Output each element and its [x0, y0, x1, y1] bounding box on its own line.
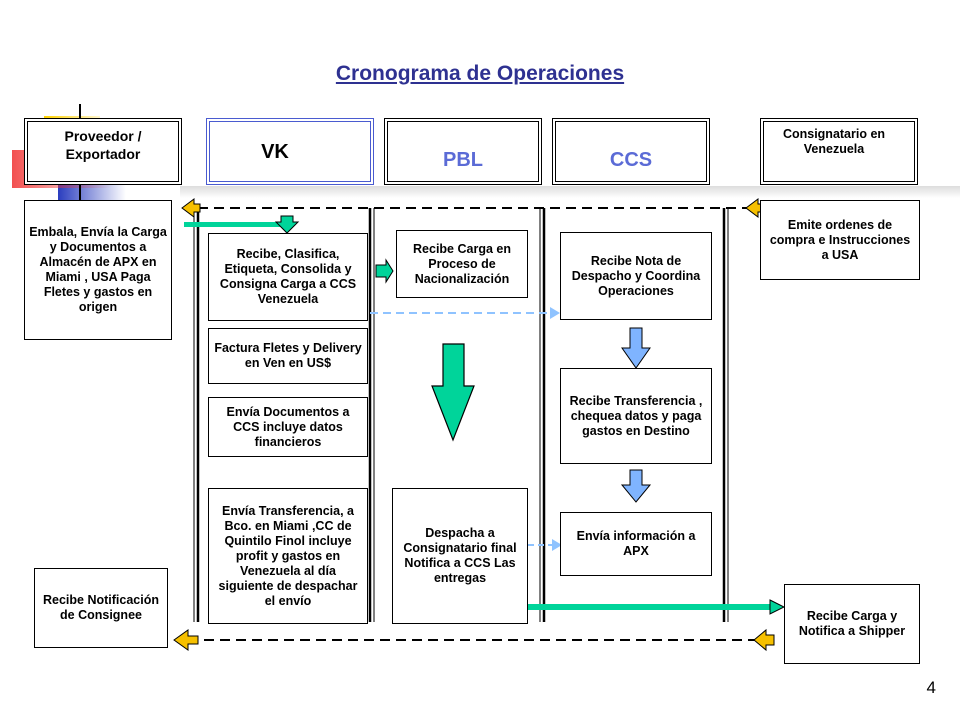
- header-proveedor-label: Proveedor / Exportador: [64, 128, 142, 162]
- header-consignatario-label: Consignatario en Venezuela: [782, 127, 886, 156]
- step-emite-ordenes: Emite ordenes de compra e Instrucciones …: [760, 200, 920, 280]
- step-embala-text: Embala, Envía la Carga y Documentos a Al…: [29, 225, 167, 314]
- step-recibe-nota-text: Recibe Nota de Despacho y Coordina Opera…: [571, 253, 701, 298]
- step-emite-ordenes-text: Emite ordenes de compra e Instrucciones …: [769, 217, 911, 262]
- light-blue-connectors: [370, 307, 562, 551]
- page-title: Cronograma de Operaciones: [335, 62, 625, 85]
- header-ccs: CCS: [552, 118, 710, 185]
- step-envia-transferencia-text: Envía Transferencia, a Bco. en Miami ,CC…: [218, 503, 358, 608]
- header-ccs-label: CCS: [609, 149, 653, 171]
- header-pbl-label: PBL: [443, 149, 483, 171]
- step-factura-text: Factura Fletes y Delivery en Ven en US$: [214, 341, 362, 370]
- header-vk: VK: [206, 118, 374, 185]
- step-envia-informacion-text: Envía información a APX: [576, 529, 696, 558]
- header-shade: [180, 186, 960, 198]
- step-recibe-transferencia-text: Recibe Transferencia , chequea datos y p…: [569, 393, 703, 438]
- step-recibe-carga-pbl-text: Recibe Carga en Proceso de Nacionalizaci…: [413, 241, 511, 286]
- yellow-arrow-right-bottom: [753, 628, 775, 652]
- step-recibe-transferencia: Recibe Transferencia , chequea datos y p…: [560, 368, 712, 464]
- blue-down-arrow-2: [620, 469, 652, 503]
- page-number: 4: [926, 678, 936, 697]
- green-connectors: [184, 215, 786, 615]
- step-recibe-notificacion: Recibe Notificación de Consignee: [34, 568, 168, 648]
- step-recibe-nota: Recibe Nota de Despacho y Coordina Opera…: [560, 232, 712, 320]
- big-green-down-arrow: [431, 343, 475, 442]
- step-recibe-clasifica-text: Recibe, Clasifica, Etiqueta, Consolida y…: [219, 247, 357, 306]
- yellow-arrow-left-top: [181, 198, 201, 218]
- step-recibe-carga-shipper-text: Recibe Carga y Notifica a Shipper: [798, 609, 906, 638]
- step-recibe-notificacion-text: Recibe Notificación de Consignee: [43, 593, 159, 622]
- step-despacha-text: Despacha a Consignatario final Notifica …: [403, 526, 517, 585]
- yellow-arrow-left-bottom: [173, 629, 199, 651]
- header-vk-label: VK: [261, 141, 289, 163]
- step-recibe-clasifica: Recibe, Clasifica, Etiqueta, Consolida y…: [208, 233, 368, 321]
- step-despacha: Despacha a Consignatario final Notifica …: [392, 488, 528, 624]
- step-envia-documentos: Envía Documentos a CCS incluye datos fin…: [208, 397, 368, 457]
- lane-dividers: [193, 208, 729, 622]
- step-recibe-carga-pbl: Recibe Carga en Proceso de Nacionalizaci…: [396, 230, 528, 298]
- blue-down-arrow-1: [621, 327, 651, 369]
- step-recibe-carga-shipper: Recibe Carga y Notifica a Shipper: [784, 584, 920, 664]
- header-consignatario: Consignatario en Venezuela: [760, 118, 918, 185]
- step-envia-informacion: Envía información a APX: [560, 512, 712, 576]
- step-factura: Factura Fletes y Delivery en Ven en US$: [208, 328, 368, 384]
- step-envia-documentos-text: Envía Documentos a CCS incluye datos fin…: [226, 404, 350, 449]
- step-envia-transferencia: Envía Transferencia, a Bco. en Miami ,CC…: [208, 488, 368, 624]
- header-proveedor: Proveedor / Exportador: [24, 118, 182, 185]
- header-pbl: PBL: [384, 118, 542, 185]
- step-embala: Embala, Envía la Carga y Documentos a Al…: [24, 200, 172, 340]
